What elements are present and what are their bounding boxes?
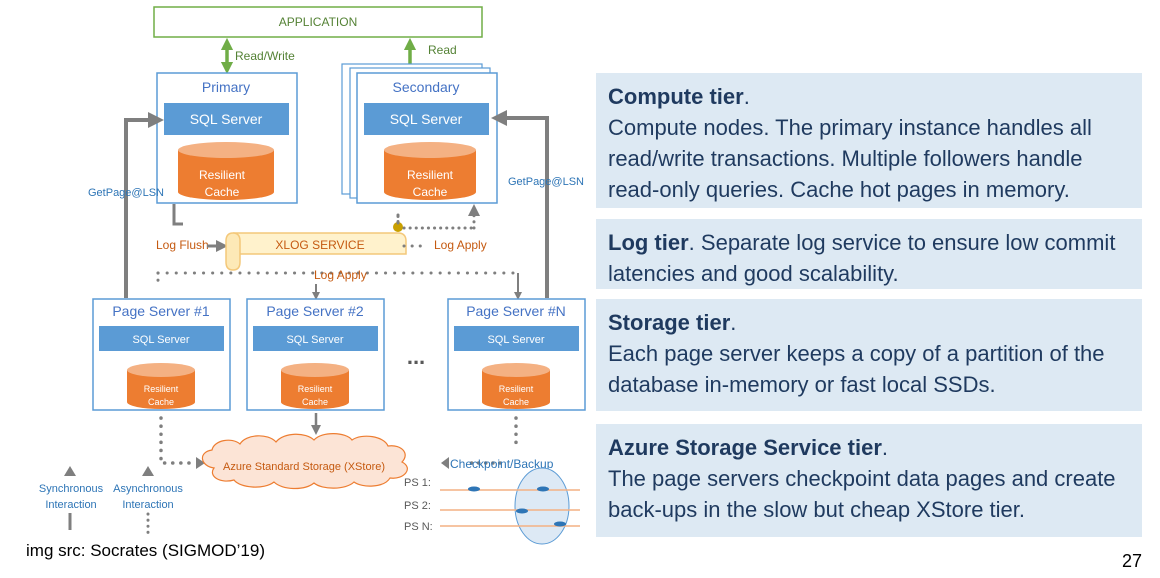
primary-cache-icon [178,142,274,200]
ps-checkpoint-mark [554,521,566,527]
primary-title: Primary [202,79,250,95]
page-server-n-sql [454,326,579,351]
ps-label-n: PS N: [404,521,433,533]
page-server-1-cache-line2: Cache [148,397,174,407]
secondary-title: Secondary [393,79,460,95]
log-tier-title: Log tier [608,230,689,255]
getpage-arrow-right [491,110,549,298]
page-server-1-sql-label: SQL Server [132,334,189,346]
page-server-1-sql [99,326,224,351]
secondary-cache-icon [384,142,476,200]
page-server-1-title: Page Server #1 [112,303,209,319]
xlog-scroll-icon [225,222,407,271]
page-server-2-cache-icon [281,363,349,409]
azure-storage-label: Azure Standard Storage (XStore) [223,461,385,473]
page-server-2-sql-label: SQL Server [286,334,343,346]
page-server-1-cache-line1: Resilient [144,384,179,394]
ps-checkpoint-mark [516,508,528,514]
page-server-n-cache-line2: Cache [503,397,529,407]
checkpoint-selection-ellipse [514,467,570,545]
read-write-label: Read/Write [235,49,295,63]
ps1-to-storage-dots [159,416,194,465]
async-interaction-arrowhead [142,466,154,476]
secondary-sql-server [364,103,489,135]
page-number: 27 [1122,551,1143,571]
ps-label-1: PS 1: [404,477,431,489]
read-label: Read [428,43,457,57]
azure-storage-tier-title: Azure Storage Service tier [608,435,882,460]
ps-label-2: PS 2: [404,500,431,512]
page-server-2-cache-line2: Cache [302,397,328,407]
primary-sql-server [164,103,289,135]
page-server-1-cache-icon [127,363,195,409]
application-box [153,6,483,38]
compute-tier-text: Compute nodes. The primary instance hand… [608,115,1092,202]
page-server-2-sql [253,326,378,351]
xlog-service-label: XLOG SERVICE [275,238,364,252]
log-flush-arrow [172,204,183,226]
sync-interaction-arrowhead [64,466,76,476]
storage-tier-panel: Storage tier. Each page server keeps a c… [596,299,1142,411]
log-tier-text: Separate log service to ensure low commi… [608,230,1116,286]
page-server-n-title: Page Server #N [466,303,566,319]
primary-cache-line2: Cache [205,185,240,199]
checkpoint-arrowhead [441,457,449,469]
secondary-sql-server-label: SQL Server [390,111,463,127]
async-label-1: Asynchronous [113,483,183,495]
secondary-cache-line1: Resilient [407,168,454,182]
storage-tier-title: Storage tier [608,310,731,335]
getpage-arrow-left [124,112,164,298]
page-server-ellipsis: ... [407,344,425,369]
page-server-n-sql-label: SQL Server [487,334,544,346]
architecture-diagram: APPLICATION Read/Write Read Primary SQL … [39,6,586,545]
image-source-caption: img src: Socrates (SIGMOD’19) [26,541,265,560]
primary-cache-line1: Resilient [199,168,246,182]
log-apply-label-top: Log Apply [434,238,487,252]
page-server-n-cache-line1: Resilient [499,384,534,394]
azure-storage-cloud-icon [201,433,408,490]
log-apply-label-bottom: Log Apply [314,268,367,282]
primary-sql-server-label: SQL Server [190,111,263,127]
log-tier-panel: Log tier. Separate log service to ensure… [596,219,1142,289]
azure-storage-tier-panel: Azure Storage Service tier. The page ser… [596,424,1142,537]
compute-tier-panel: Compute tier. Compute nodes. The primary… [596,73,1142,208]
async-label-2: Interaction [122,499,173,511]
application-label: APPLICATION [279,15,357,29]
compute-tier-title: Compute tier [608,84,744,109]
ps-checkpoint-mark [537,486,549,492]
getpage-label-left: GetPage@LSN [88,187,164,199]
page-server-2-title: Page Server #2 [266,303,363,319]
sync-label-2: Interaction [45,499,96,511]
ps1-to-storage-arrowhead [196,457,205,469]
getpage-label-right: GetPage@LSN [508,176,584,188]
sync-label-1: Synchronous [39,483,104,495]
page-server-n-cache-icon [482,363,550,409]
checkpoint-label: Checkpoint/Backup [450,457,554,471]
log-flush-label: Log Flush [156,238,209,252]
ps-checkpoint-mark [468,486,480,492]
storage-tier-text: Each page server keeps a copy of a parti… [608,341,1105,397]
secondary-cache-line2: Cache [413,185,448,199]
page-server-2-cache-line1: Resilient [298,384,333,394]
azure-storage-tier-text: The page servers checkpoint data pages a… [608,466,1116,522]
